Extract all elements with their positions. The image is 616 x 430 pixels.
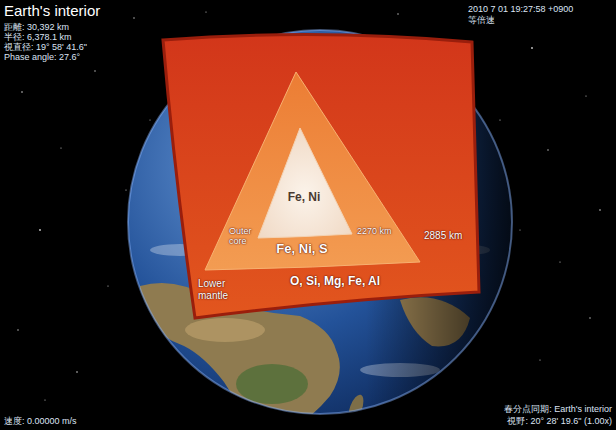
star bbox=[539, 359, 540, 360]
layer-band: Fe, Ni Outer coreFe, Ni, S 2270 km bbox=[203, 68, 425, 274]
night-side bbox=[128, 30, 512, 414]
ocean bbox=[128, 30, 512, 414]
star bbox=[60, 147, 61, 148]
atmosphere bbox=[128, 30, 512, 414]
hud-text: 視直径: 19° 58' 41.6" bbox=[4, 42, 87, 52]
star bbox=[133, 17, 134, 18]
layer-band: Fe, Ni bbox=[255, 124, 355, 242]
hud-text: 2010 7 01 19:27:58 +0900 bbox=[468, 4, 573, 14]
hud-text: 距離: 30,392 km bbox=[4, 22, 69, 32]
star bbox=[559, 261, 560, 262]
star bbox=[150, 120, 151, 121]
star bbox=[589, 317, 590, 318]
hud-text: 速度: 0.00000 m/s bbox=[4, 416, 77, 426]
view-title: Earth's interior bbox=[4, 2, 100, 19]
hud-text: 春分点同期: Earth's interior bbox=[504, 404, 612, 414]
layer-outline bbox=[258, 128, 352, 238]
star bbox=[94, 70, 95, 71]
star bbox=[76, 371, 78, 373]
star bbox=[17, 329, 18, 330]
star bbox=[599, 209, 601, 211]
hud-text: Phase angle: 27.6° bbox=[4, 52, 80, 62]
layer-label: Outer core bbox=[229, 226, 260, 247]
star bbox=[531, 47, 533, 49]
layer-shape bbox=[255, 124, 355, 242]
layer-label: O, Si, Mg, Fe, Al bbox=[290, 275, 380, 289]
layer-outline bbox=[163, 34, 479, 318]
star bbox=[205, 11, 206, 12]
star bbox=[585, 95, 586, 96]
star bbox=[107, 285, 108, 286]
layer-label: 2270 km bbox=[357, 226, 392, 236]
star bbox=[397, 13, 398, 14]
layer-band: Fe, Ni Outer coreFe, Ni, S 2270 km Lower ma… bbox=[158, 30, 483, 322]
star bbox=[125, 189, 126, 190]
hud-text: 半径: 6,378.1 km bbox=[4, 32, 72, 42]
layer-label: Lower mantle bbox=[198, 278, 242, 301]
star bbox=[499, 119, 500, 120]
star bbox=[21, 91, 23, 93]
star bbox=[44, 399, 45, 400]
star bbox=[547, 149, 548, 150]
star bbox=[39, 229, 41, 231]
hud-text: 等倍速 bbox=[468, 15, 495, 25]
layer-label: Fe, Ni, S bbox=[276, 242, 327, 257]
star bbox=[520, 230, 521, 231]
layer-label: Fe, Ni bbox=[288, 191, 321, 205]
layer-outline bbox=[205, 72, 420, 270]
layer-label: 2885 km bbox=[424, 230, 462, 242]
hud-text: 視野: 20° 28' 19.6" (1.00x) bbox=[507, 416, 612, 426]
